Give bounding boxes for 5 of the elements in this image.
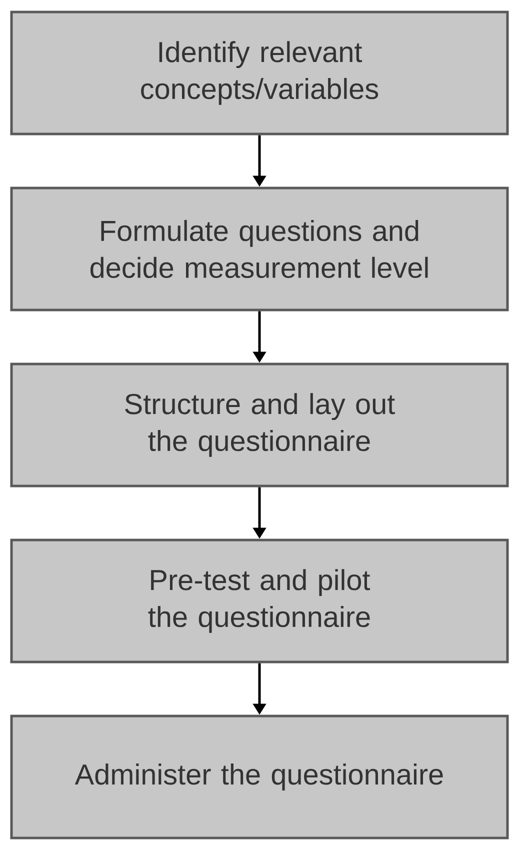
process-box: Identify relevant concepts/variables — [10, 10, 509, 136]
process-box: Administer the questionnaire — [10, 714, 509, 840]
process-box: Structure and lay out the questionnaire — [10, 362, 509, 488]
process-box: Formulate questions and decide measurement level — [10, 186, 509, 312]
process-box: Pre-test and pilot the questionnaire — [10, 538, 509, 664]
